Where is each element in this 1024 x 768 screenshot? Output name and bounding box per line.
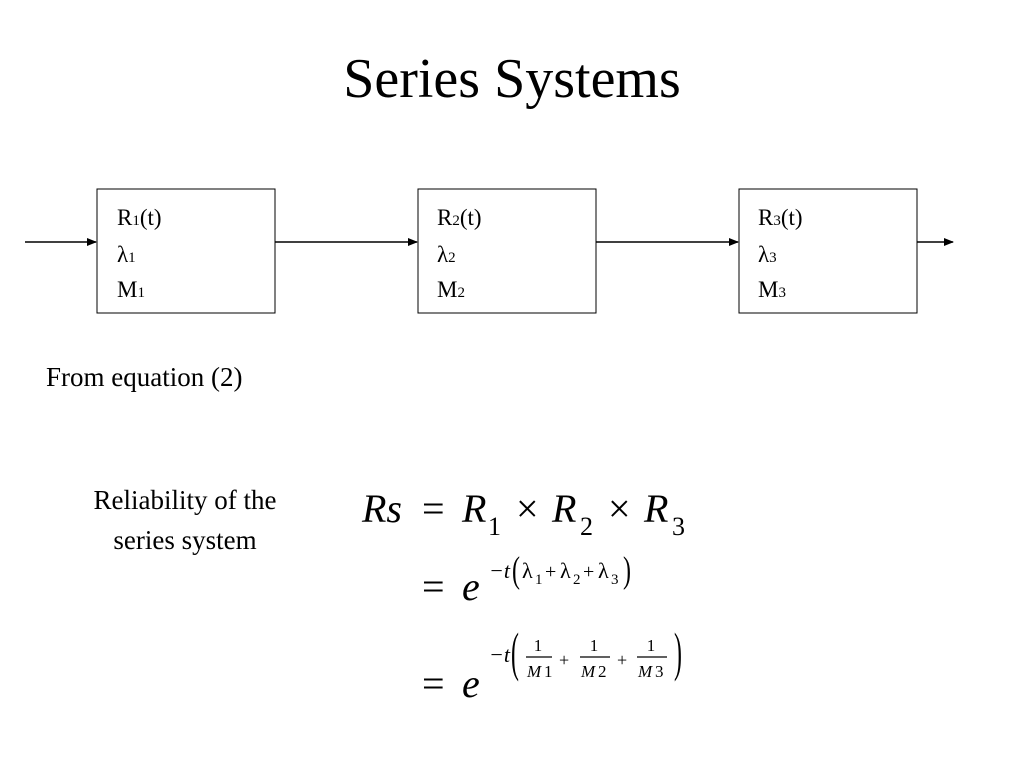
fraction-denominator-sub: 3 xyxy=(655,662,664,681)
fraction-1-over-m1: 1 M 1 xyxy=(526,636,553,681)
reliability-label-line-1: Reliability of the xyxy=(93,485,277,515)
fraction-numerator: 1 xyxy=(647,636,656,655)
block-1-mtbf-label: M1 xyxy=(117,277,145,302)
lambda-3: λ xyxy=(598,558,609,583)
term-r1-sub: 1 xyxy=(488,512,501,541)
open-paren: ( xyxy=(512,549,520,591)
fraction-denominator: M xyxy=(580,662,596,681)
fraction-denominator: M xyxy=(526,662,542,681)
lambda-1-sub: 1 xyxy=(535,572,543,588)
component-block-3: R3(t) λ3 M3 xyxy=(738,188,918,314)
block-3-mtbf-label: M3 xyxy=(758,277,786,302)
lambda-2-sub: 2 xyxy=(573,572,581,588)
equals-sign: = xyxy=(422,486,445,531)
component-block-2: R2(t) λ2 M2 xyxy=(417,188,597,314)
from-equation-note: From equation (2) xyxy=(46,362,243,392)
term-r2-sub: 2 xyxy=(580,512,593,541)
block-1-failure-rate-label: λ1 xyxy=(117,242,136,267)
equals-sign: = xyxy=(422,564,445,609)
block-2-mtbf-label: M2 xyxy=(437,277,465,302)
fraction-numerator: 1 xyxy=(534,636,543,655)
times-sign: × xyxy=(608,486,631,531)
exponent-lead: −t xyxy=(489,558,511,583)
equation-line-2: = e −t ( λ 1 + λ 2 + λ 3 ) xyxy=(422,549,631,609)
equation-line-3: = e −t ( 1 M 1 + 1 M 2 + 1 M 3 ) xyxy=(422,623,682,706)
reliability-label-line-2: series system xyxy=(113,525,257,555)
fraction-denominator-sub: 2 xyxy=(598,662,607,681)
term-r2: R xyxy=(551,486,576,531)
fraction-numerator: 1 xyxy=(590,636,599,655)
block-2-failure-rate-label: λ2 xyxy=(437,242,456,267)
lambda-1: λ xyxy=(522,558,533,583)
exponent-lead: −t xyxy=(489,642,511,667)
plus-sign: + xyxy=(559,650,569,670)
term-r1: R xyxy=(461,486,486,531)
reliability-label: Reliability of the series system xyxy=(55,480,315,560)
equation-lhs: Rs xyxy=(361,486,402,531)
block-3-reliability-label: R3(t) xyxy=(758,205,803,230)
equation-line-1: Rs = R 1 × R 2 × R 3 xyxy=(361,486,685,541)
close-paren: ) xyxy=(623,549,631,591)
slide-title: Series Systems xyxy=(343,48,681,110)
plus-sign: + xyxy=(617,650,627,670)
fraction-denominator-sub: 1 xyxy=(544,662,553,681)
fraction-denominator: M xyxy=(637,662,653,681)
exp-base-e: e xyxy=(462,564,480,609)
equals-sign: = xyxy=(422,661,445,706)
close-paren: ) xyxy=(674,623,682,683)
exp-base-e: e xyxy=(462,661,480,706)
times-sign: × xyxy=(516,486,539,531)
lambda-3-sub: 3 xyxy=(611,572,619,588)
component-block-1: R1(t) λ1 M1 xyxy=(96,188,276,314)
plus-sign: + xyxy=(583,561,594,583)
block-2-reliability-label: R2(t) xyxy=(437,205,482,230)
fraction-1-over-m2: 1 M 2 xyxy=(580,636,610,681)
term-r3: R xyxy=(643,486,668,531)
fraction-1-over-m3: 1 M 3 xyxy=(637,636,667,681)
block-3-failure-rate-label: λ3 xyxy=(758,242,777,267)
plus-sign: + xyxy=(545,561,556,583)
block-1-reliability-label: R1(t) xyxy=(117,205,162,230)
term-r3-sub: 3 xyxy=(672,512,685,541)
lambda-2: λ xyxy=(560,558,571,583)
open-paren: ( xyxy=(511,623,519,683)
